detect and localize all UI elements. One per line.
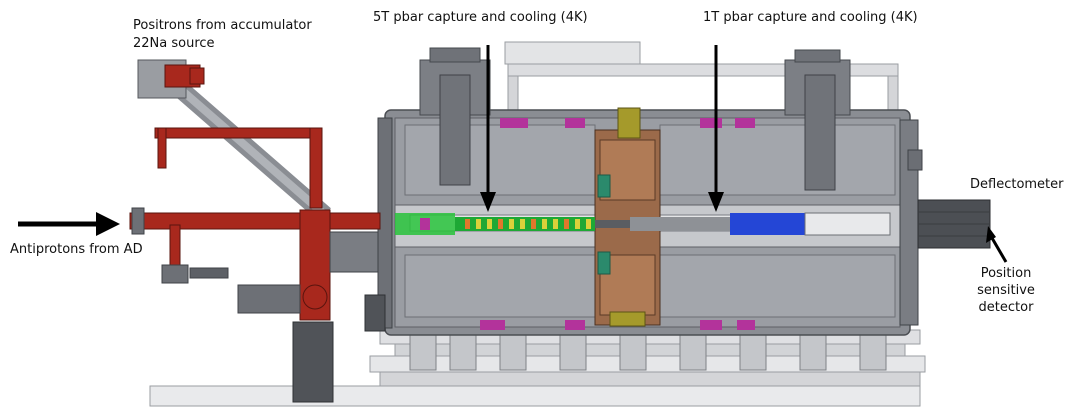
electrode-segment [564,219,569,229]
electrode-segments [465,219,591,229]
label-1t-capture: 1T pbar capture and cooling (4K) [703,10,918,25]
label-psd-2: sensitive [977,283,1035,298]
support-block [409,329,437,371]
electrode-segment [531,219,536,229]
electrode-segment [586,219,591,229]
electrode-segment [498,219,503,229]
arrow-psd-head [986,226,996,243]
deflectometer-unit [917,199,991,249]
electrode-segment [575,219,580,229]
electrode-segment [509,219,514,229]
support-block [619,329,647,371]
label-positrons-1: Positrons from accumulator [133,18,312,33]
label-deflectometer: Deflectometer [970,177,1064,192]
label-antiprotons: Antiprotons from AD [10,242,143,257]
support-blocks [409,329,887,371]
electrode-segment [542,219,547,229]
magenta-clamps [480,118,755,330]
support-block [679,329,707,371]
support-block [739,329,767,371]
support-block [559,329,587,371]
support-block [449,329,477,371]
label-5t-capture: 5T pbar capture and cooling (4K) [373,10,588,25]
arrow-psd [990,237,1008,263]
electrode-segment [487,219,492,229]
label-psd-1: Position [980,266,1032,281]
label-positrons-2: 22Na source [133,36,215,51]
arrow-1t-head [708,192,724,212]
electrode-segment [465,219,470,229]
positron-beamline [129,59,386,403]
electrode-segment [476,219,481,229]
electrode-segment [553,219,558,229]
support-block [859,329,887,371]
label-psd-3: detector [978,300,1034,315]
support-block [499,329,527,371]
cryostat-towers [419,47,851,191]
support-block [799,329,827,371]
arrow-antiprotons-head [96,212,120,236]
electrode-segment [520,219,525,229]
annotation-arrows [18,45,1008,263]
arrow-5t-head [480,192,496,212]
